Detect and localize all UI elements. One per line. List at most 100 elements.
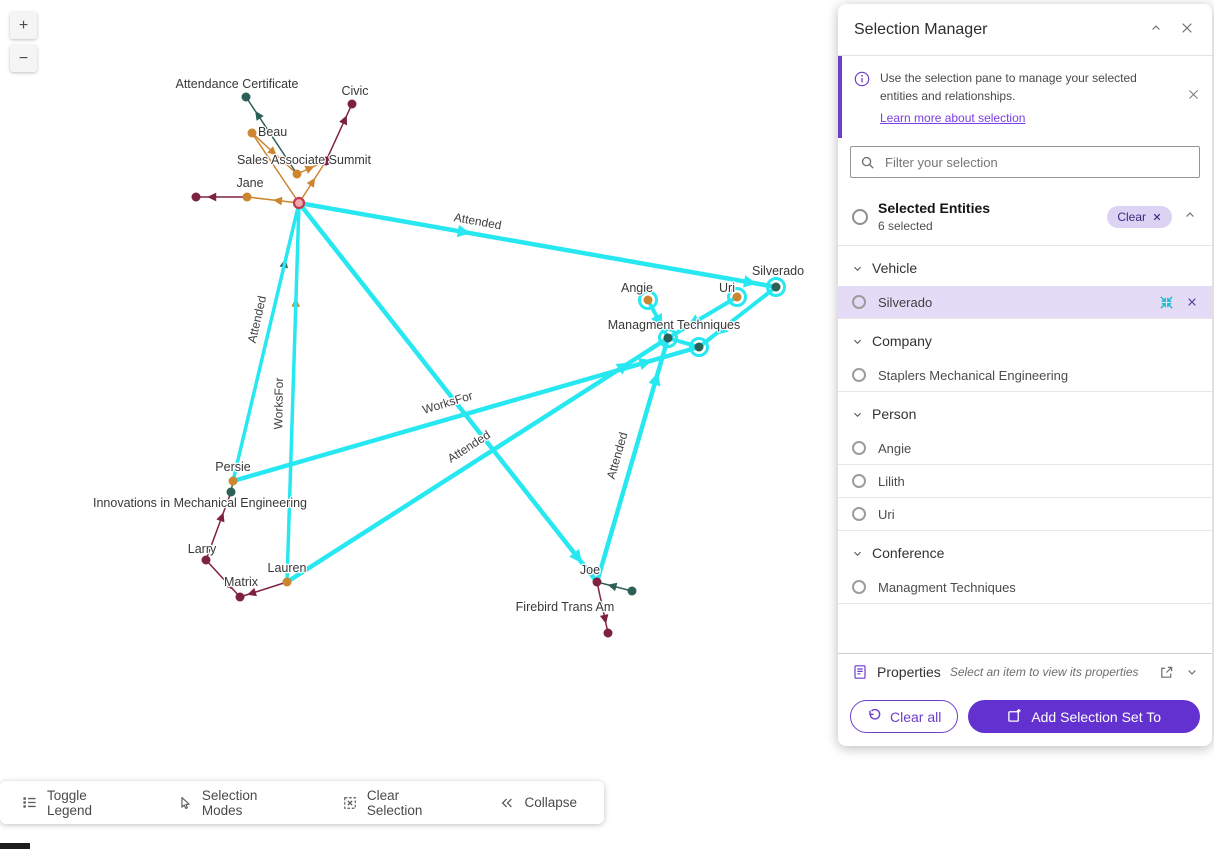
toolbar-item-toggle-legend[interactable]: Toggle Legend [0, 781, 151, 824]
group-label: Person [872, 406, 917, 422]
svg-text:Firebird Trans Am: Firebird Trans Am [516, 600, 615, 614]
map-toolbar: Toggle Legend Selection Modes Clear Select… [0, 781, 604, 824]
clear-chip-label: Clear [1117, 209, 1146, 224]
panel-title: Selection Manager [854, 20, 988, 38]
properties-hint: Select an item to view its properties [949, 665, 1139, 679]
entity-ring-icon [852, 580, 866, 594]
clear-selection-chip[interactable]: Clear [1107, 205, 1172, 228]
group-label: Company [872, 333, 932, 349]
svg-text:Civic: Civic [341, 84, 368, 98]
group-header-vehicle[interactable]: Vehicle [838, 246, 1212, 286]
toolbar-item-collapse[interactable]: Collapse [473, 781, 604, 824]
chevron-down-icon [852, 336, 863, 347]
svg-text:Silverado: Silverado [752, 264, 804, 278]
chevron-down-icon [852, 548, 863, 559]
cursor-icon [178, 796, 192, 810]
toolbar-item-label: Clear Selection [366, 787, 423, 818]
toolbar-item-clear-selection[interactable]: Clear Selection [316, 781, 474, 824]
properties-label: Properties [877, 664, 941, 680]
toolbar-item-label: Selection Modes [201, 787, 258, 818]
collapse-panel-button[interactable] [1148, 20, 1164, 39]
group-label: Conference [872, 545, 945, 561]
toolbar-item-label: Collapse [524, 795, 578, 810]
entity-ring-icon [852, 507, 866, 521]
svg-text:Joe: Joe [580, 563, 600, 577]
entity-name: Angie [878, 440, 912, 456]
svg-text:WorksFor: WorksFor [271, 377, 286, 429]
svg-text:Attendance Certificate: Attendance Certificate [176, 77, 299, 91]
info-text: Use the selection pane to manage your se… [880, 69, 1178, 127]
screen-edge-artifact [0, 843, 30, 849]
learn-more-link[interactable]: Learn more about selection [880, 111, 1026, 125]
info-icon [854, 71, 870, 127]
entity-row-angie[interactable]: Angie [838, 432, 1212, 465]
zoom-to-entity-icon[interactable] [1159, 295, 1174, 310]
svg-text:Larry: Larry [188, 542, 217, 556]
entity-row-staplers-mechanical-engineering[interactable]: Staplers Mechanical Engineering [838, 359, 1212, 392]
close-icon [1187, 88, 1200, 106]
zoom-controls: + − [10, 12, 37, 72]
panel-footer: Clear all Add Selection Set To [838, 690, 1212, 746]
entity-name: Managment Techniques [878, 579, 1016, 595]
entity-row-uri[interactable]: Uri [838, 498, 1212, 531]
chevron-down-icon [852, 263, 863, 274]
properties-bar[interactable]: Properties Select an item to view its pr… [838, 653, 1212, 690]
panel-header: Selection Manager [838, 4, 1212, 56]
filter-selection-input[interactable] [883, 153, 1190, 171]
close-icon [1152, 212, 1162, 222]
properties-icon [852, 664, 868, 680]
svg-text:Uri: Uri [719, 281, 735, 295]
entity-ring-icon [852, 368, 866, 382]
dismiss-info-button[interactable] [1185, 86, 1202, 108]
info-message: Use the selection pane to manage your se… [880, 71, 1137, 103]
entity-ring-icon [852, 474, 866, 488]
svg-text:Innovations in Mechanical Engi: Innovations in Mechanical Engineering [93, 496, 307, 510]
toolbar-item-label: Toggle Legend [47, 787, 93, 818]
clear-all-button[interactable]: Clear all [850, 700, 959, 733]
svg-text:Managment Techniques: Managment Techniques [608, 318, 741, 332]
selected-entities-header: Selected Entities 6 selected Clear [838, 190, 1212, 246]
entity-name: Lilith [878, 473, 905, 489]
svg-text:Sales Associate Summit: Sales Associate Summit [237, 153, 372, 167]
legend-icon [22, 795, 37, 810]
entity-row-managment-techniques[interactable]: Managment Techniques [838, 571, 1212, 604]
entity-name: Silverado [878, 294, 933, 310]
svg-text:Jane: Jane [236, 176, 263, 190]
svg-text:Lauren: Lauren [268, 561, 307, 575]
selection-set-icon [852, 208, 868, 225]
svg-text:Angie: Angie [621, 281, 653, 295]
svg-text:Persie: Persie [215, 460, 250, 474]
group-header-conference[interactable]: Conference [838, 531, 1212, 571]
selection-manager-panel: Selection Manager Use the selection pane… [838, 4, 1212, 746]
chevron-down-icon[interactable] [1186, 666, 1198, 678]
clearsel-icon [343, 796, 357, 810]
selected-entities-title: Selected Entities [878, 200, 991, 216]
toolbar-item-selection-modes[interactable]: Selection Modes [151, 781, 316, 824]
entity-name: Uri [878, 506, 895, 522]
svg-text:Beau: Beau [258, 125, 287, 139]
entity-row-lilith[interactable]: Lilith [838, 465, 1212, 498]
zoom-in-button[interactable]: + [10, 12, 37, 39]
remove-entity-icon[interactable] [1186, 296, 1198, 308]
info-banner: Use the selection pane to manage your se… [838, 56, 1212, 138]
chevron-up-icon [1150, 22, 1162, 37]
group-header-person[interactable]: Person [838, 392, 1212, 432]
close-panel-button[interactable] [1178, 19, 1196, 40]
svg-text:Attended: Attended [445, 428, 493, 466]
selected-count: 6 selected [878, 219, 933, 233]
entity-ring-icon [852, 441, 866, 455]
clear-all-label: Clear all [890, 708, 942, 725]
add-selection-set-button[interactable]: Add Selection Set To [968, 700, 1200, 733]
svg-text:Matrix: Matrix [224, 575, 259, 589]
search-icon [860, 155, 875, 170]
open-properties-icon[interactable] [1159, 665, 1174, 680]
entity-name: Staplers Mechanical Engineering [878, 367, 1069, 383]
group-header-company[interactable]: Company [838, 319, 1212, 359]
entity-ring-icon [852, 295, 866, 309]
zoom-out-button[interactable]: − [10, 45, 37, 72]
collapse-entities-button[interactable] [1182, 207, 1198, 226]
close-icon [1180, 21, 1194, 38]
entity-row-silverado[interactable]: Silverado [838, 286, 1212, 319]
